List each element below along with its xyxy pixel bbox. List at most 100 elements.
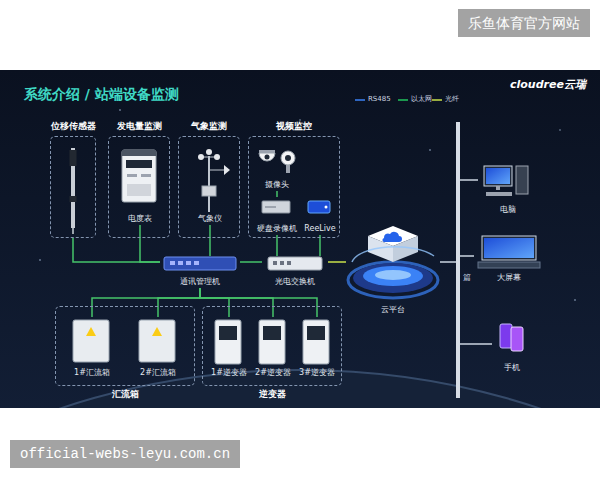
recorder-icons-part	[265, 207, 276, 208]
legend-samples-part	[398, 99, 408, 101]
terminal-icons-part	[482, 236, 536, 260]
group-heading: 汇流箱	[112, 390, 139, 400]
combiner-boxes-part	[152, 327, 162, 336]
brand-logo: cloudree云瑞	[510, 77, 586, 92]
terminal-icons-part	[484, 166, 512, 186]
terminal-icons-part	[486, 168, 510, 184]
weather-station-part	[224, 165, 230, 175]
weather-station	[198, 149, 230, 212]
comm-manager-and-switch	[164, 257, 322, 270]
weather-station-part	[214, 154, 220, 160]
connector-line	[209, 225, 211, 256]
group-heading: 发电量监测	[117, 122, 162, 132]
energy-meter-part	[126, 160, 152, 168]
camera-icons-part	[259, 153, 275, 161]
inverters-part	[307, 326, 325, 340]
recorder-icons	[262, 201, 330, 213]
displacement-sensor-part	[70, 196, 77, 202]
device-box: 1#汇流箱	[66, 317, 118, 379]
group-heading: 气象监测	[191, 122, 227, 132]
comm-manager-and-switch-part	[287, 261, 291, 265]
dark-panel-part-part	[299, 119, 300, 120]
combiner-boxes-part	[86, 327, 96, 336]
energy-meter-part	[141, 174, 151, 177]
recorder-icons-part	[308, 201, 330, 213]
displacement-sensor-part	[70, 150, 77, 166]
connector-line	[328, 261, 346, 263]
weather-station-part	[198, 154, 204, 160]
device-box: 云平台	[346, 212, 440, 316]
combiner-boxes	[73, 320, 175, 362]
device-label: 电脑	[500, 206, 516, 215]
comm-manager-and-switch-part	[164, 257, 236, 270]
device-label: 2#逆变器	[255, 369, 291, 378]
terminal-icons-part	[496, 186, 500, 190]
connector-line	[240, 261, 262, 263]
terminal-icons-part	[486, 192, 512, 196]
legend-text: 以太网	[411, 96, 432, 104]
group-heading: 逆变器	[259, 390, 286, 400]
weather-station-part	[202, 186, 216, 196]
energy-meter-part	[122, 150, 156, 202]
inverters-part	[219, 326, 237, 340]
device-box: ReeLive	[301, 197, 339, 235]
terminal-icons-part	[484, 238, 534, 258]
connector-line	[140, 225, 160, 262]
device-box: 气象仪	[187, 145, 233, 225]
comm-manager-and-switch-part	[194, 261, 199, 265]
inverters-part	[259, 320, 285, 364]
network-bar-part	[460, 343, 492, 345]
device-label: 气象仪	[198, 215, 222, 224]
energy-meter-part	[122, 150, 156, 156]
group-box: 视频监控摄像头硬盘录像机ReeLive	[248, 136, 340, 238]
cloud-platform	[348, 226, 438, 298]
connector-line	[319, 235, 321, 256]
dark-panel-part-part	[429, 149, 431, 151]
group-box: 汇流箱1#汇流箱2#汇流箱	[55, 306, 195, 386]
device-label: 云平台	[381, 306, 405, 315]
device-box: 手机	[492, 320, 532, 374]
group-heading: 位移传感器	[51, 122, 96, 132]
device-label: ReeLive	[304, 225, 335, 234]
connector-line	[200, 288, 273, 317]
legend-text: 光纤	[445, 96, 459, 104]
weather-station-part	[208, 156, 210, 212]
combiner-boxes-part	[73, 320, 109, 362]
device-label: 通讯管理机	[180, 278, 220, 287]
inverters-part	[215, 320, 241, 364]
device-box: 光电交换机	[262, 256, 328, 288]
device-label: 大屏幕	[497, 274, 521, 283]
network-bar-part	[456, 122, 460, 398]
cloud-platform-part	[352, 247, 434, 262]
group-box: 气象监测气象仪	[178, 136, 240, 238]
network-bar-part	[460, 255, 474, 257]
comm-manager-and-switch-part	[268, 257, 322, 270]
device-label: 手机	[504, 364, 520, 373]
connector-line	[158, 288, 200, 317]
terminal-icons	[478, 166, 540, 351]
device-box: 电度表	[117, 145, 163, 225]
energy-meter	[122, 150, 156, 202]
dark-panel-part-part	[0, 370, 600, 408]
inverters	[215, 320, 329, 364]
cloud-platform-part	[382, 232, 402, 242]
device-label: 1#汇流箱	[74, 369, 110, 378]
dark-panel-part-part	[574, 299, 576, 301]
device-box: 2#汇流箱	[132, 317, 184, 379]
connector-line	[200, 288, 229, 317]
network-bar-part	[460, 179, 478, 181]
inverters-part	[263, 326, 281, 340]
terminal-icons-part	[478, 262, 540, 268]
connector-line	[92, 288, 200, 317]
group-box: 发电量监测电度表	[108, 136, 170, 238]
device-label: 电度表	[128, 215, 152, 224]
comm-manager-and-switch-part	[280, 261, 284, 265]
camera-icons-part	[285, 155, 291, 161]
displacement-sensor-part	[72, 228, 74, 234]
connector-line	[276, 191, 278, 197]
dark-panel	[0, 70, 600, 480]
camera-icons-part	[265, 155, 270, 160]
